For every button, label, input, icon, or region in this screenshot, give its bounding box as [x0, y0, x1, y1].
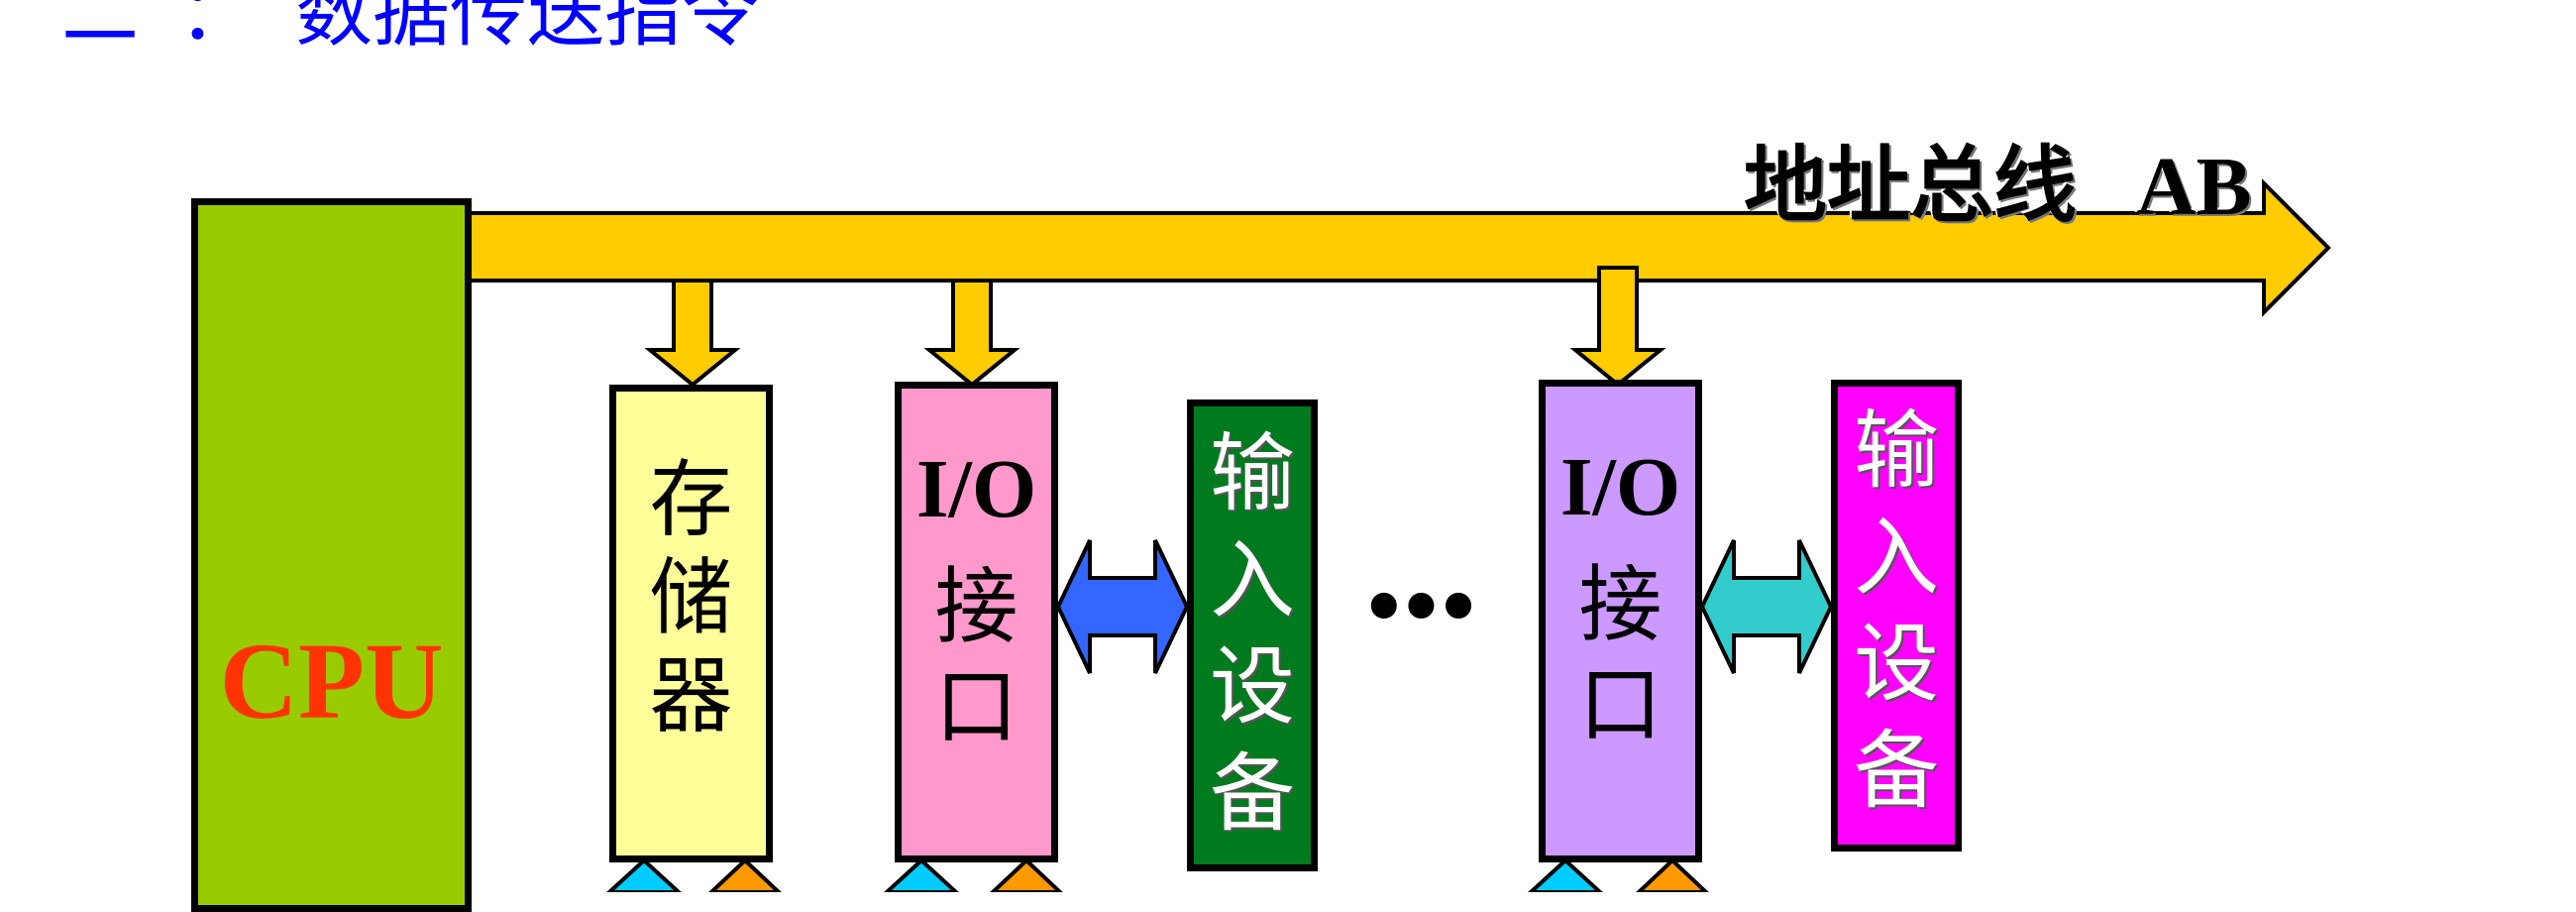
title-text: 数据传送指令	[295, 0, 760, 57]
address-bus-label-text: 地址总线	[1744, 136, 2078, 234]
ellipsis: •••	[1367, 552, 1479, 658]
io-interface-1-label-char: 接	[934, 558, 1019, 655]
io-interface-1-label-char: 口	[934, 657, 1019, 755]
input-device-1-label-char: 入	[1210, 530, 1295, 630]
title-number: 二	[61, 0, 140, 57]
io-interface-1-io-label: I/O	[915, 443, 1037, 535]
io-interface-1-label: 接口	[902, 557, 1051, 757]
bus-to-memory-arrow	[644, 279, 741, 388]
io-interface-2-label-char: 口	[1578, 655, 1663, 753]
input-device-2-label: 输入设备	[1838, 399, 1955, 825]
diagram-shapes	[464, 178, 2331, 892]
bus-to-io1-arrow	[923, 279, 1020, 388]
input-device-1-label-char: 备	[1210, 743, 1295, 844]
io2-device2-double-arrow	[1699, 539, 1834, 674]
io2-bottom-arrow-orange	[1636, 857, 1709, 892]
memory-block: 存储器	[609, 385, 773, 862]
io-interface-2-block: I/O 接口	[1539, 380, 1702, 862]
page-title: 二 ： 数据传送指令	[61, 0, 759, 61]
input-device-2-label-char: 备	[1854, 721, 1939, 821]
memory-label-char: 存	[649, 451, 733, 548]
io1-device1-double-arrow	[1055, 539, 1190, 674]
io-interface-2-label-char: 接	[1578, 556, 1663, 653]
input-device-2-label-char: 设	[1854, 615, 1939, 714]
io-interface-2-label: 接口	[1546, 555, 1695, 755]
io2-bottom-arrow-cyan	[1528, 857, 1603, 892]
io1-bottom-arrow-orange	[990, 857, 1063, 892]
memory-label: 存储器	[616, 451, 766, 745]
input-device-1-block: 输入设备	[1187, 399, 1318, 871]
input-device-1-label-char: 设	[1210, 637, 1295, 737]
address-bus-arrow	[464, 178, 2331, 317]
memory-bottom-arrow-cyan	[606, 857, 682, 892]
cpu-label: CPU	[219, 621, 444, 741]
memory-bottom-arrow-orange	[708, 857, 782, 892]
title-separator: ：	[178, 0, 257, 57]
address-bus-label: 地址总线 AB	[1744, 119, 2252, 239]
io1-bottom-arrow-cyan	[884, 857, 959, 892]
io-interface-2-io-label: I/O	[1559, 441, 1681, 533]
io-interface-1-block: I/O 接口	[895, 382, 1058, 862]
input-device-2-label-char: 入	[1854, 508, 1939, 608]
input-device-2-label-char: 输	[1854, 401, 1939, 501]
input-device-2-block: 输入设备	[1831, 380, 1962, 852]
input-device-1-label: 输入设备	[1194, 421, 1311, 848]
memory-label-char: 储	[649, 549, 733, 647]
memory-label-char: 器	[649, 647, 733, 745]
input-device-1-label-char: 输	[1210, 424, 1295, 523]
bus-to-io2-arrow	[1569, 266, 1666, 388]
address-bus-abbr: AB	[2136, 141, 2252, 233]
cpu-block: CPU	[191, 198, 472, 912]
